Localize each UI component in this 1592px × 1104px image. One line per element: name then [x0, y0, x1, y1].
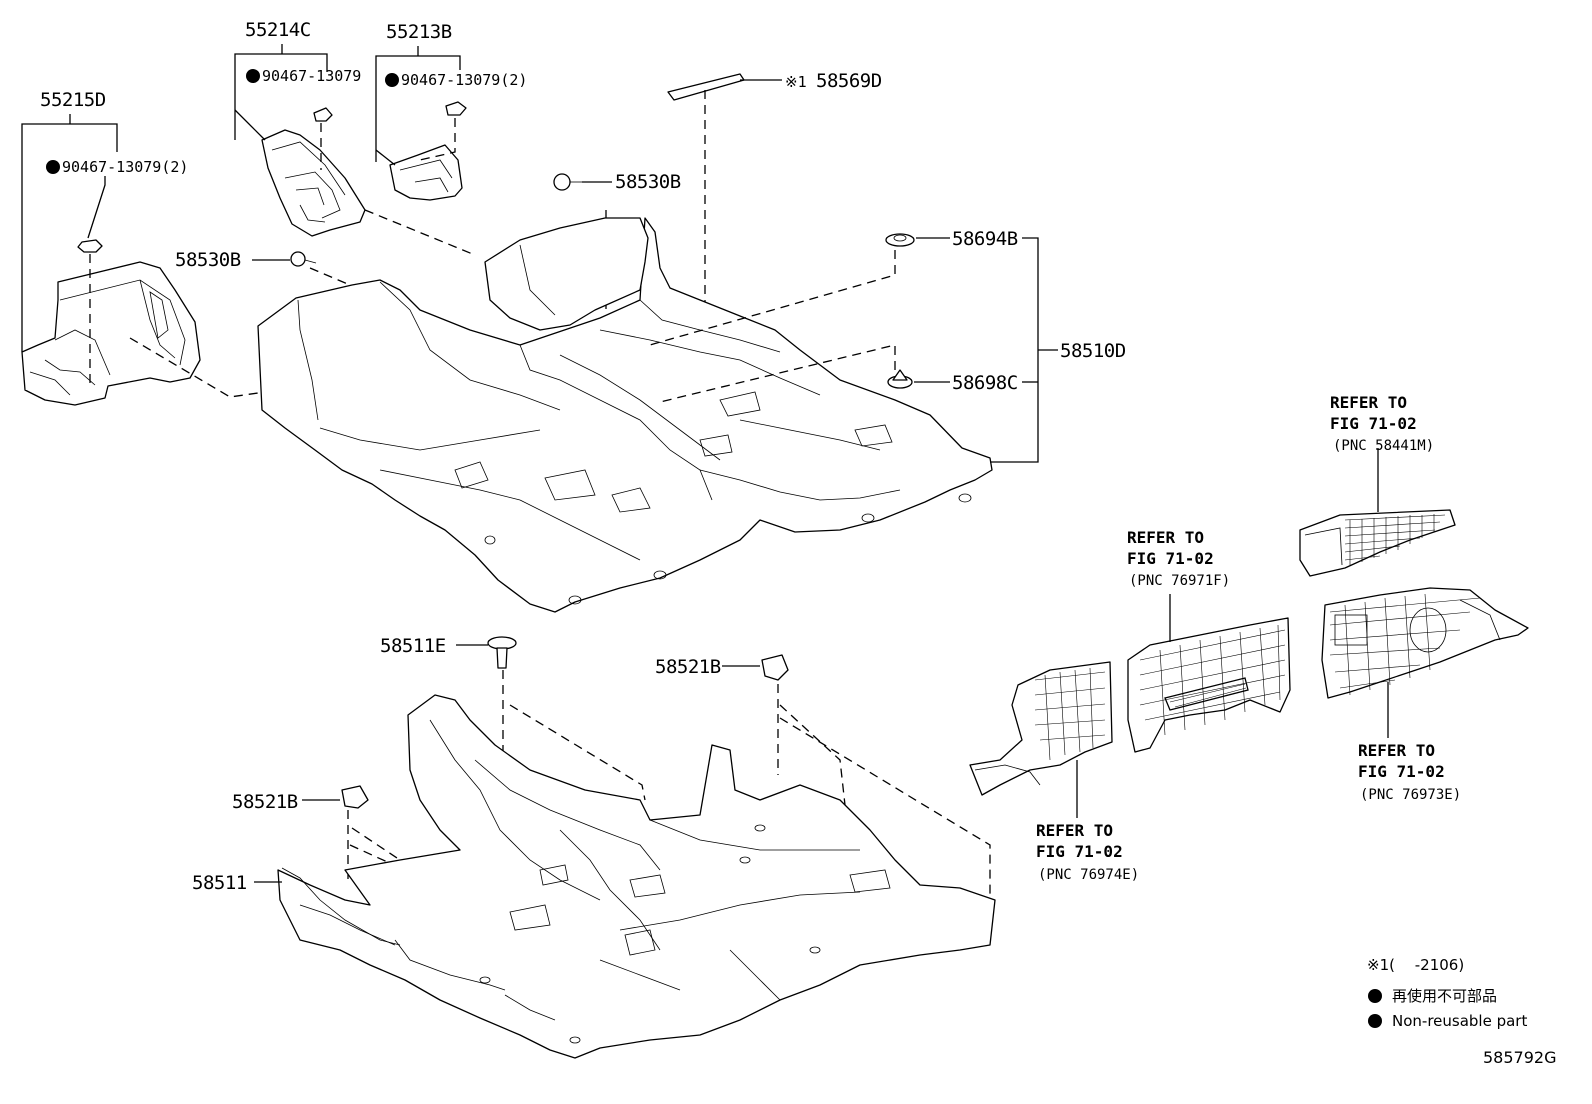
label-58511: 58511 — [192, 872, 247, 894]
label-58510D: 58510D — [1060, 340, 1126, 362]
clip-58530B-lower[interactable] — [290, 251, 317, 267]
label-58530B-upper: 58530B — [615, 171, 681, 193]
ref-76971F-pnc: (PNC 76971F) — [1129, 573, 1230, 589]
part-58698C[interactable] — [887, 369, 913, 389]
legend-note: ※1( -2106) — [1367, 956, 1464, 974]
ref-58441M-pnc: (PNC 58441M) — [1333, 438, 1434, 454]
clip-58511E[interactable] — [487, 636, 517, 669]
label-clip-90467-1: 90467-13079(2) — [62, 158, 188, 176]
non-reusable-dot-icon — [1368, 1014, 1382, 1028]
ref-76971F-line1: REFER TO — [1127, 528, 1204, 547]
part-ref-76974E[interactable] — [969, 661, 1113, 796]
ref-76974E-line1: REFER TO — [1036, 821, 1113, 840]
non-reusable-dot-icon — [246, 69, 260, 83]
label-58521B-upper: 58521B — [655, 656, 721, 678]
ref-58441M-line2: FIG 71-02 — [1330, 414, 1417, 433]
clip-icon — [313, 107, 333, 122]
part-58510D-carpet[interactable] — [257, 217, 993, 613]
ref-58441M-line1: REFER TO — [1330, 393, 1407, 412]
clip-58521B-lower[interactable] — [341, 785, 369, 809]
label-58698C: 58698C — [952, 372, 1018, 394]
clip-icon — [445, 101, 467, 116]
part-55214C[interactable] — [261, 129, 366, 237]
clip-58530B-upper[interactable] — [553, 173, 582, 191]
label-58521B-lower: 58521B — [232, 791, 298, 813]
ref-76973E-line2: FIG 71-02 — [1358, 762, 1445, 781]
part-58511-carpet[interactable] — [277, 694, 996, 1059]
label-55213B: 55213B — [386, 21, 452, 43]
label-55215D: 55215D — [40, 89, 106, 111]
label-58530B-lower: 58530B — [175, 249, 241, 271]
non-reusable-dot-icon — [1368, 989, 1382, 1003]
ref-76974E-line2: FIG 71-02 — [1036, 842, 1123, 861]
part-ref-76973E[interactable] — [1321, 587, 1529, 699]
ref-76973E-line1: REFER TO — [1358, 741, 1435, 760]
legend-en: Non-reusable part — [1392, 1012, 1527, 1030]
part-55215D[interactable] — [21, 261, 201, 406]
label-58511E: 58511E — [380, 635, 446, 657]
label-58569D: 58569D — [816, 70, 882, 92]
label-clip-90467-3: 90467-13079(2) — [401, 71, 527, 89]
part-55213B[interactable] — [389, 144, 463, 201]
clip-58521B-upper[interactable] — [761, 654, 789, 681]
ref-76974E-pnc: (PNC 76974E) — [1038, 867, 1139, 883]
figure-code: 585792G — [1483, 1048, 1556, 1067]
label-58694B: 58694B — [952, 228, 1018, 250]
clip-icon — [77, 239, 103, 253]
part-58694B[interactable] — [885, 233, 915, 247]
ref-76971F-line2: FIG 71-02 — [1127, 549, 1214, 568]
label-58569D-mark: ※1 — [785, 73, 807, 91]
part-ref-76971F[interactable] — [1127, 617, 1291, 753]
ref-76973E-pnc: (PNC 76973E) — [1360, 787, 1461, 803]
non-reusable-dot-icon — [385, 73, 399, 87]
label-55214C: 55214C — [245, 19, 311, 41]
part-58569D[interactable] — [667, 73, 745, 101]
non-reusable-dot-icon — [46, 160, 60, 174]
legend-jp: 再使用不可部品 — [1392, 987, 1497, 1005]
part-ref-58441M[interactable] — [1299, 509, 1456, 577]
label-clip-90467-2: 90467-13079 — [262, 67, 361, 85]
